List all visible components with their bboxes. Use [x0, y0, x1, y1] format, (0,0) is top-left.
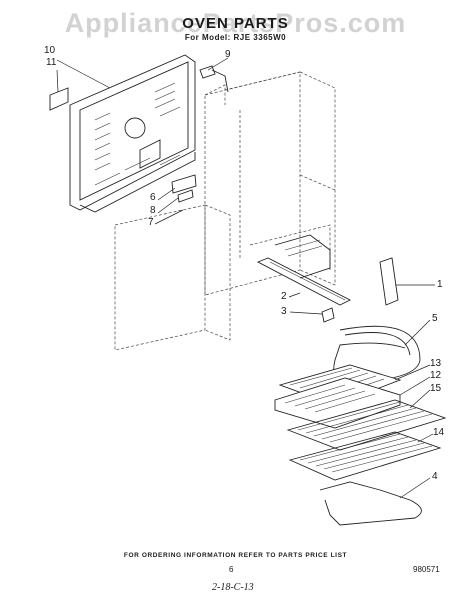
callout-11: 11 [46, 57, 57, 68]
broiler-pan [274, 364, 402, 429]
hinge-clip [177, 189, 194, 203]
part-code: 980571 [413, 565, 440, 574]
callout-1: 1 [437, 279, 443, 290]
model-line: For Model: RJE 3365W0 [184, 33, 287, 42]
callout-4: 4 [432, 471, 438, 482]
page-title: OVEN PARTS [182, 15, 289, 32]
callout-5: 5 [432, 313, 438, 324]
oven-cabinet [114, 71, 336, 351]
callout-8: 8 [150, 205, 156, 216]
callout-14: 14 [433, 427, 445, 438]
callout-10: 10 [44, 45, 56, 56]
broil-element [319, 481, 422, 526]
callout-7: 7 [148, 217, 154, 228]
small-plate-part [49, 87, 69, 111]
page-number: 6 [229, 565, 234, 574]
callout-15: 15 [430, 383, 442, 394]
watermark: AppliancePartsPros.com [64, 8, 407, 38]
callout-3: 3 [281, 306, 287, 317]
callout-6: 6 [150, 192, 156, 203]
oven-racks [286, 399, 447, 481]
callout-12: 12 [430, 370, 442, 381]
callout-9: 9 [225, 49, 231, 60]
callout-2: 2 [281, 291, 287, 302]
ordering-info-footer: FOR ORDERING INFORMATION REFER TO PARTS … [123, 552, 348, 559]
handwritten-note: 2-18-C-13 [212, 582, 254, 593]
back-panel [69, 54, 196, 213]
bottom-rail-assembly [256, 234, 399, 306]
callout-13: 13 [430, 358, 442, 369]
clip-part [321, 307, 335, 323]
bracket-part [199, 65, 216, 79]
leader-lines [56, 57, 435, 499]
